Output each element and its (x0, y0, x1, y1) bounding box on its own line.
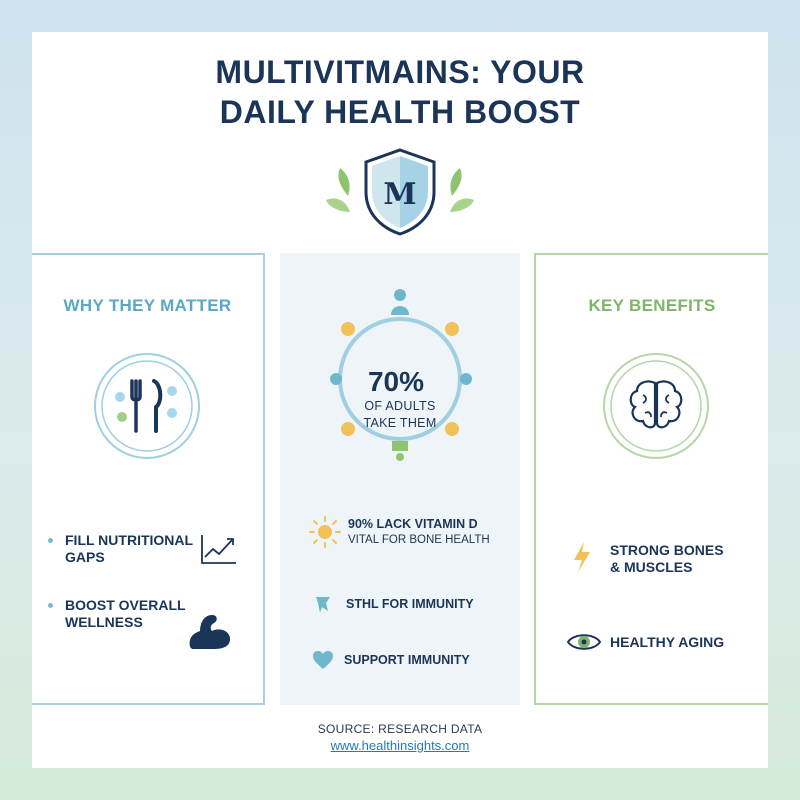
stats-panel: 70% OF ADULTS TAKE THEM 90% LACK VITAMIN… (280, 253, 520, 705)
lightning-icon (574, 542, 590, 572)
fill-gaps-line-1: FILL NUTRITIONAL (65, 532, 194, 548)
why-they-matter-heading: WHY THEY MATTER (63, 296, 232, 315)
trend-chart-icon (201, 535, 236, 564)
source-link[interactable]: www.healthinsights.com (330, 738, 470, 753)
boost-wellness-line-1: BOOST OVERALL (65, 597, 186, 613)
boost-wellness-line-2: WELLNESS (65, 614, 143, 630)
list-item: STRONG BONES & MUSCLES (572, 542, 724, 576)
right-leaves-icon (450, 168, 474, 212)
list-item: BOOST OVERALL WELLNESS (48, 597, 186, 631)
immunity-aid-label: STHL FOR IMMUNITY (346, 597, 474, 611)
logo-letter: M (383, 177, 416, 212)
title-line-2: DAILY HEALTH BOOST (219, 94, 581, 130)
support-immunity-label: SUPPORT IMMUNITY (344, 653, 470, 667)
brain-icon (603, 353, 709, 459)
key-benefits-panel: KEY BENEFITS STRONG BONES & MUSCLES H (534, 253, 768, 705)
list-item: SUPPORT IMMUNITY (312, 650, 470, 670)
fill-gaps-line-2: GAPS (65, 549, 105, 565)
why-they-matter-panel: WHY THEY MATTER FILL NUTRITIONAL GAPS (32, 253, 265, 705)
bullet-dot (48, 603, 53, 608)
list-item: 90% LACK VITAMIN D VITAL FOR BONE HEALTH (308, 515, 490, 549)
heart-icon (313, 651, 333, 669)
stat-value: 70% (367, 366, 425, 397)
stat-line-1: OF ADULTS (364, 399, 436, 413)
infographic-card: MULTIVITMAINS: YOUR DAILY HEALTH BOOST M… (32, 32, 768, 768)
strong-bones-line-1: STRONG BONES (610, 542, 724, 558)
list-item: HEALTHY AGING (566, 631, 724, 653)
strong-bones-line-2: & MUSCLES (610, 559, 693, 575)
sun-icon (309, 516, 341, 548)
people-circle-icon (330, 289, 472, 461)
eye-icon (566, 634, 602, 650)
key-benefits-heading: KEY BENEFITS (588, 296, 716, 315)
list-item: STHL FOR IMMUNITY (312, 593, 474, 615)
pill-icon (316, 597, 330, 613)
page-title: MULTIVITMAINS: YOUR DAILY HEALTH BOOST (32, 52, 768, 132)
bullet-dot (48, 538, 53, 543)
healthy-aging-label: HEALTHY AGING (610, 633, 725, 650)
person-figures-icon (330, 289, 472, 461)
vitamin-d-title: 90% LACK VITAMIN D (348, 517, 478, 531)
list-item: FILL NUTRITIONAL GAPS (48, 532, 193, 566)
source-text: SOURCE: RESEARCH DATA (317, 722, 483, 736)
shield-logo-icon: M (326, 148, 474, 236)
plate-cutlery-icon (94, 353, 200, 459)
title-line-1: MULTIVITMAINS: YOUR (215, 54, 585, 90)
left-leaves-icon (326, 168, 350, 212)
muscle-arm-icon (189, 615, 230, 649)
stat-line-2: TAKE THEM (363, 416, 437, 430)
vitamin-d-subtitle: VITAL FOR BONE HEALTH (348, 534, 490, 546)
